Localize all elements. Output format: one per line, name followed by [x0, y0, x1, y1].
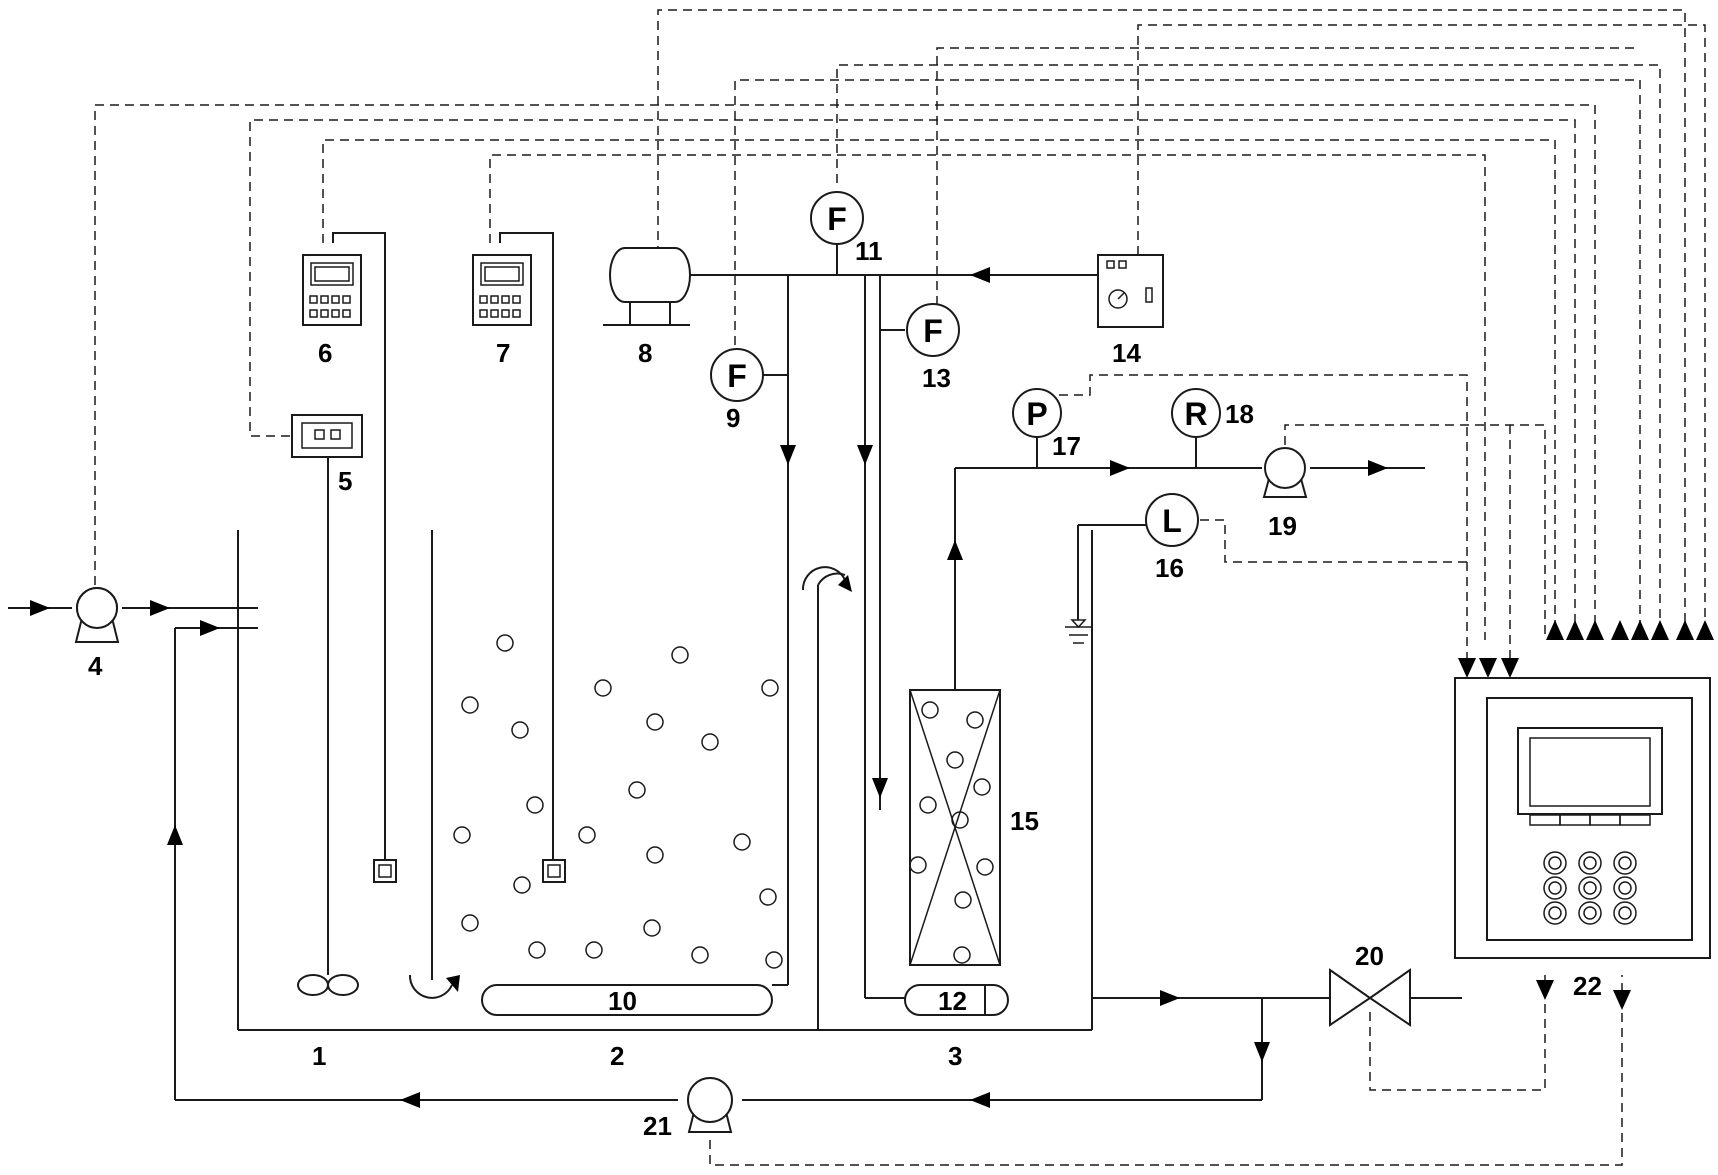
pressure-meter-17-icon: P	[1012, 388, 1062, 438]
controller-buttons	[1543, 851, 1637, 925]
level-meter-16-symbol: L	[1162, 503, 1182, 539]
label-19: 19	[1268, 511, 1297, 541]
reactor-tank	[237, 530, 1093, 1031]
component-labels: 1 2 3 4 5 6 7 8 9 10 11 12 13 14 15 16 1…	[88, 236, 1602, 1141]
label-12: 12	[938, 986, 967, 1016]
label-4: 4	[88, 651, 103, 681]
flow-meter-9-icon: F	[710, 348, 764, 402]
label-10: 10	[608, 986, 637, 1016]
label-14: 14	[1112, 338, 1141, 368]
valve-20-icon	[1329, 968, 1411, 1027]
meter-7-icon	[472, 254, 532, 326]
flow-meter-11-symbol: F	[827, 201, 847, 237]
label-2: 2	[610, 1041, 624, 1071]
resistance-meter-18-icon: R	[1171, 388, 1221, 438]
signal-lines	[94, 9, 1706, 1166]
label-15: 15	[1010, 806, 1039, 836]
level-meter-16-icon: L	[1145, 493, 1199, 547]
blower-8-icon	[603, 247, 691, 326]
pump-4-icon	[74, 587, 120, 643]
label-13: 13	[922, 363, 951, 393]
label-18: 18	[1225, 399, 1254, 429]
probe-6-inner	[378, 864, 392, 878]
flow-meter-9-symbol: F	[727, 358, 747, 394]
label-22: 22	[1573, 971, 1602, 1001]
pressure-meter-17-symbol: P	[1026, 396, 1047, 432]
label-16: 16	[1155, 553, 1184, 583]
controller-signal-arrows	[1458, 620, 1714, 1010]
label-7: 7	[496, 338, 510, 368]
membrane-15-icon	[909, 689, 1001, 966]
unit-14-icon	[1097, 254, 1164, 328]
probe-7-icon	[542, 859, 566, 883]
flow-meter-13-icon: F	[906, 303, 960, 357]
pump-19-icon	[1262, 447, 1308, 498]
controller-22-icon	[1454, 677, 1711, 959]
probe-6-icon	[373, 859, 397, 883]
label-5: 5	[338, 466, 352, 496]
label-3: 3	[948, 1041, 962, 1071]
pump-21-icon	[687, 1077, 733, 1133]
flow-curls	[408, 566, 852, 999]
unit-5-icon	[291, 414, 363, 458]
label-20: 20	[1355, 941, 1384, 971]
label-11: 11	[855, 236, 883, 266]
meter-6-icon	[302, 254, 362, 326]
label-6: 6	[318, 338, 332, 368]
resistance-meter-18-symbol: R	[1184, 396, 1207, 432]
label-1: 1	[312, 1041, 326, 1071]
probe-7-inner	[547, 864, 561, 878]
aerator-10-icon	[481, 984, 773, 1016]
piping	[8, 232, 1462, 1108]
mixer-impeller-icon	[297, 974, 359, 996]
aerator-12-icon	[904, 984, 1009, 1016]
label-21: 21	[643, 1111, 672, 1141]
label-17: 17	[1052, 431, 1081, 461]
label-9: 9	[726, 403, 740, 433]
flow-meter-13-symbol: F	[923, 313, 943, 349]
flow-meter-11-icon: F	[810, 191, 864, 245]
label-8: 8	[638, 338, 652, 368]
air-bubbles	[453, 634, 783, 969]
